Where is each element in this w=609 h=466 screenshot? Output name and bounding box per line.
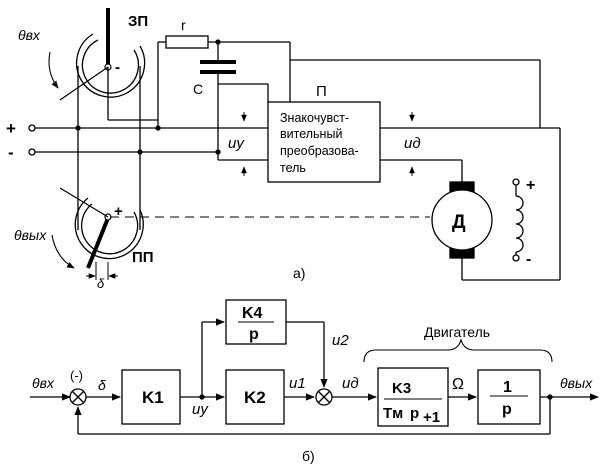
label-theta-in-a: θвх	[18, 27, 41, 43]
label-converter-tag: П	[316, 83, 327, 100]
motor	[431, 127, 561, 281]
label-supply-minus: -	[8, 143, 14, 162]
converter-line-3: преобразова-	[280, 144, 359, 158]
converter-line-1: Знакочувст-	[280, 111, 349, 125]
label-omega: Ω	[452, 376, 464, 393]
label-k4: K4	[242, 305, 263, 322]
label-u1: u1	[289, 375, 306, 392]
label-capacitor: C	[193, 81, 203, 97]
label-delta-a: δ	[97, 276, 105, 291]
label-one: 1	[503, 379, 512, 396]
label-supply-plus: +	[6, 119, 16, 138]
label-u2: u2	[332, 332, 349, 349]
label-sum-sign: (-)	[70, 368, 83, 383]
block-k3	[377, 367, 449, 427]
label-u-control: uу	[228, 135, 245, 152]
label-k2: K2	[244, 388, 266, 407]
labels-b: θвх θвых (-) δ K1 K2 K4 p K3 Tм p +1 1 p…	[32, 305, 593, 464]
label-u-motor: uд	[404, 135, 421, 152]
label-theta-out-b: θвых	[560, 375, 593, 391]
label-pp: ПП	[132, 249, 154, 266]
input-potentiometer	[48, 8, 146, 101]
block-k1	[121, 369, 181, 425]
converter-line-4: тель	[280, 161, 306, 175]
label-k3-p: p	[410, 405, 419, 422]
label-part-b: б)	[302, 448, 315, 464]
label-resistor: r	[181, 17, 186, 33]
label-delta-b: δ	[98, 377, 106, 393]
label-ud: uд	[342, 375, 359, 392]
label-field-plus: +	[526, 177, 535, 194]
sum-junction-1	[69, 388, 87, 406]
label-motor: Д	[452, 212, 466, 233]
label-uy: uу	[192, 401, 209, 418]
block-k2	[225, 369, 285, 425]
block-diagram-b	[30, 299, 599, 435]
label-plus-one: +1	[423, 409, 440, 426]
label-field-minus: -	[526, 251, 531, 268]
converter-box	[267, 101, 381, 183]
label-theta-out-a: θвых	[14, 227, 47, 243]
label-theta-in-b: θвх	[32, 375, 55, 391]
output-potentiometer	[51, 187, 144, 280]
label-part-a: а)	[293, 265, 305, 281]
label-int-p: p	[502, 401, 512, 418]
motor-brace	[363, 338, 553, 363]
label-k4-p: p	[249, 326, 259, 343]
label-k1: K1	[142, 388, 164, 407]
labels-a: ЗП θвх - r C П Знакочувст- вительный пре…	[6, 13, 535, 291]
sum-junction-2	[315, 388, 333, 406]
label-k3: K3	[392, 380, 411, 397]
label-plus-pot: +	[114, 203, 123, 220]
circuit-a	[28, 8, 561, 281]
label-tm: Tм	[383, 405, 403, 422]
label-motor-group: Двигатель	[424, 324, 490, 340]
label-minus-pot: -	[115, 59, 120, 76]
field-winding	[512, 178, 524, 262]
converter-line-2: вительный	[280, 127, 342, 141]
label-zp: ЗП	[128, 13, 148, 30]
block-integrator	[477, 369, 541, 425]
